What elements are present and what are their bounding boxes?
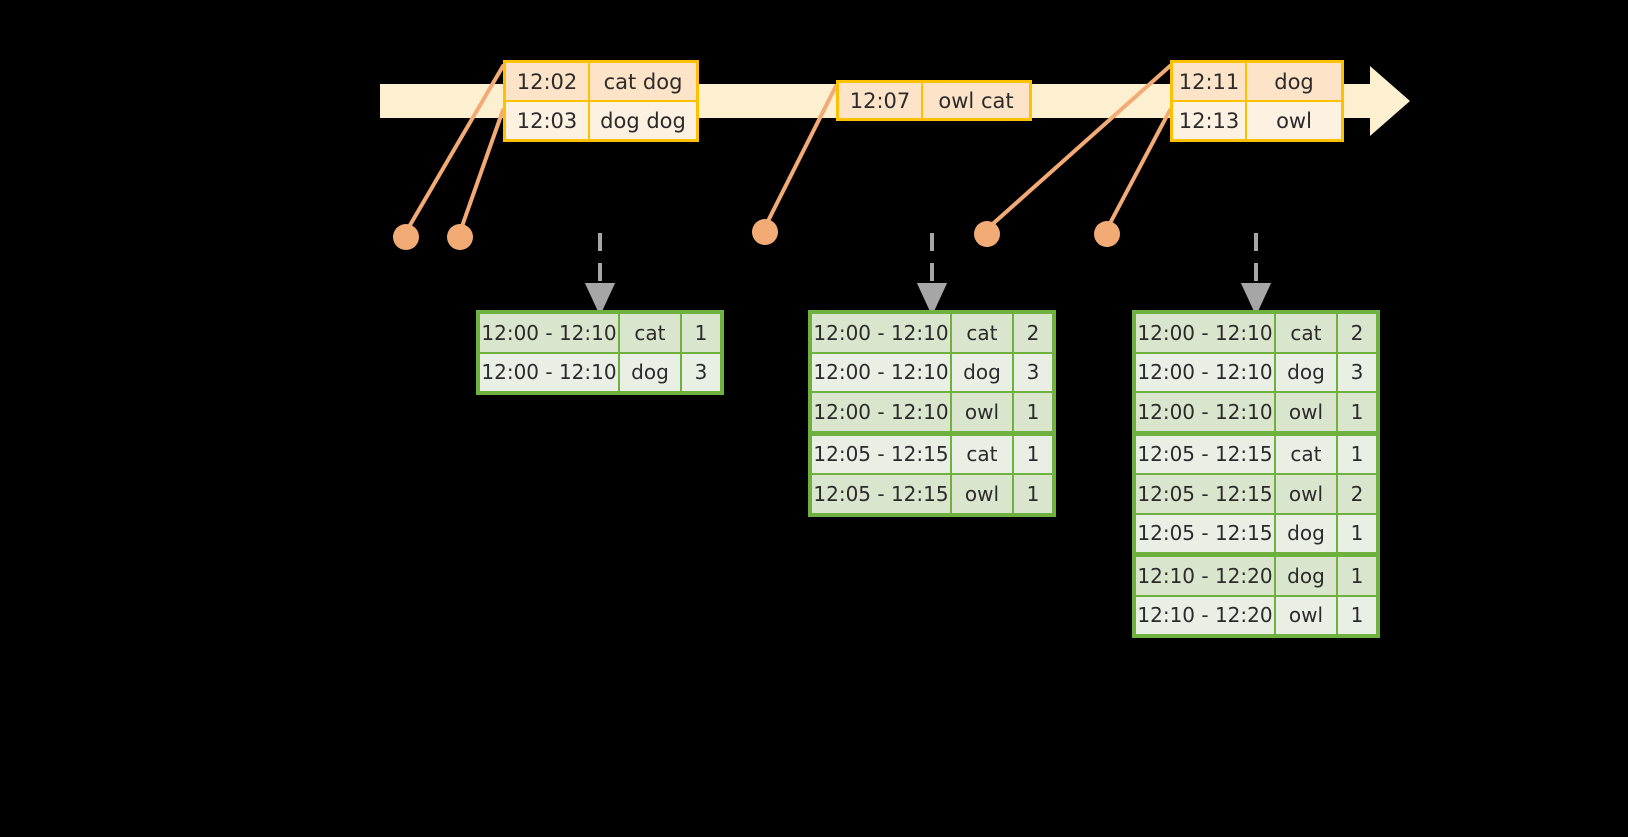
event-row: 12:07 owl cat — [839, 83, 1029, 118]
cell-window: 12:00 - 12:10 — [812, 393, 950, 431]
event-dot-1 — [393, 224, 419, 250]
cell-word: cat — [951, 314, 1012, 352]
cell-count: 1 — [1013, 475, 1052, 513]
connector-line-3 — [763, 84, 838, 229]
cell-count: 2 — [1337, 314, 1376, 352]
event-group-3[interactable]: 12:11 dog 12:13 owl — [1170, 60, 1344, 142]
cell-window: 12:05 - 12:15 — [1136, 435, 1274, 473]
cell-word: dog — [1275, 353, 1336, 391]
cell-word: owl — [951, 475, 1012, 513]
cell-count: 1 — [1337, 557, 1376, 595]
event-words: dog — [1247, 63, 1341, 100]
event-time: 12:02 — [506, 63, 590, 100]
cell-count: 2 — [1013, 314, 1052, 352]
event-words: cat dog — [590, 63, 696, 100]
event-time: 12:11 — [1173, 63, 1247, 100]
cell-window: 12:05 - 12:15 — [812, 475, 950, 513]
cell-window: 12:00 - 12:10 — [480, 314, 618, 352]
cell-window: 12:00 - 12:10 — [1136, 393, 1274, 431]
event-dot-5 — [1094, 221, 1120, 247]
cell-window: 12:05 - 12:15 — [1136, 475, 1274, 513]
connector-line-2 — [458, 108, 505, 234]
cell-word: owl — [951, 393, 1012, 431]
dashed-arrow-head-1 — [584, 283, 616, 316]
event-dot-2 — [447, 224, 473, 250]
connector-line-1 — [404, 64, 505, 234]
cell-count: 1 — [681, 314, 720, 352]
cell-window: 12:05 - 12:15 — [1136, 514, 1274, 552]
timeline-arrowhead — [1370, 66, 1410, 136]
cell-window: 12:10 - 12:20 — [1136, 557, 1274, 595]
cell-count: 3 — [1337, 353, 1376, 391]
cell-count: 1 — [1337, 393, 1376, 431]
event-row: 12:02 cat dog — [506, 63, 696, 100]
cell-count: 1 — [1337, 514, 1376, 552]
cell-count: 1 — [1013, 435, 1052, 473]
cell-word: dog — [1275, 557, 1336, 595]
event-row: 12:11 dog — [1173, 63, 1341, 100]
event-words: owl — [1247, 102, 1341, 139]
cell-count: 1 — [1337, 435, 1376, 473]
cell-window: 12:00 - 12:10 — [812, 314, 950, 352]
event-time: 12:03 — [506, 102, 590, 139]
cell-window: 12:00 - 12:10 — [480, 353, 618, 391]
event-group-2[interactable]: 12:07 owl cat — [836, 80, 1032, 121]
cell-count: 2 — [1337, 475, 1376, 513]
event-row: 12:13 owl — [1173, 100, 1341, 139]
cell-word: dog — [619, 353, 680, 391]
cell-word: owl — [1275, 475, 1336, 513]
cell-count: 3 — [1013, 353, 1052, 391]
cell-window: 12:00 - 12:10 — [812, 353, 950, 391]
cell-window: 12:00 - 12:10 — [1136, 353, 1274, 391]
event-words: dog dog — [590, 102, 696, 139]
cell-word: cat — [1275, 314, 1336, 352]
cell-word: owl — [1275, 596, 1336, 634]
cell-count: 3 — [681, 353, 720, 391]
event-time: 12:13 — [1173, 102, 1247, 139]
cell-word: owl — [1275, 393, 1336, 431]
dashed-arrow-head-2 — [916, 283, 948, 316]
cell-word: cat — [1275, 435, 1336, 473]
connector-line-5 — [1105, 108, 1172, 231]
cell-word: dog — [951, 353, 1012, 391]
cell-window: 12:05 - 12:15 — [812, 435, 950, 473]
cell-window: 12:10 - 12:20 — [1136, 596, 1274, 634]
dashed-arrow-head-3 — [1240, 283, 1272, 316]
cell-word: dog — [1275, 514, 1336, 552]
event-row: 12:03 dog dog — [506, 100, 696, 139]
cell-count: 1 — [1013, 393, 1052, 431]
cell-word: cat — [951, 435, 1012, 473]
event-dot-3 — [752, 219, 778, 245]
cell-word: cat — [619, 314, 680, 352]
event-words: owl cat — [923, 83, 1029, 118]
event-group-1[interactable]: 12:02 cat dog 12:03 dog dog — [503, 60, 699, 142]
event-time: 12:07 — [839, 83, 923, 118]
cell-window: 12:00 - 12:10 — [1136, 314, 1274, 352]
event-dot-4 — [974, 221, 1000, 247]
cell-count: 1 — [1337, 596, 1376, 634]
